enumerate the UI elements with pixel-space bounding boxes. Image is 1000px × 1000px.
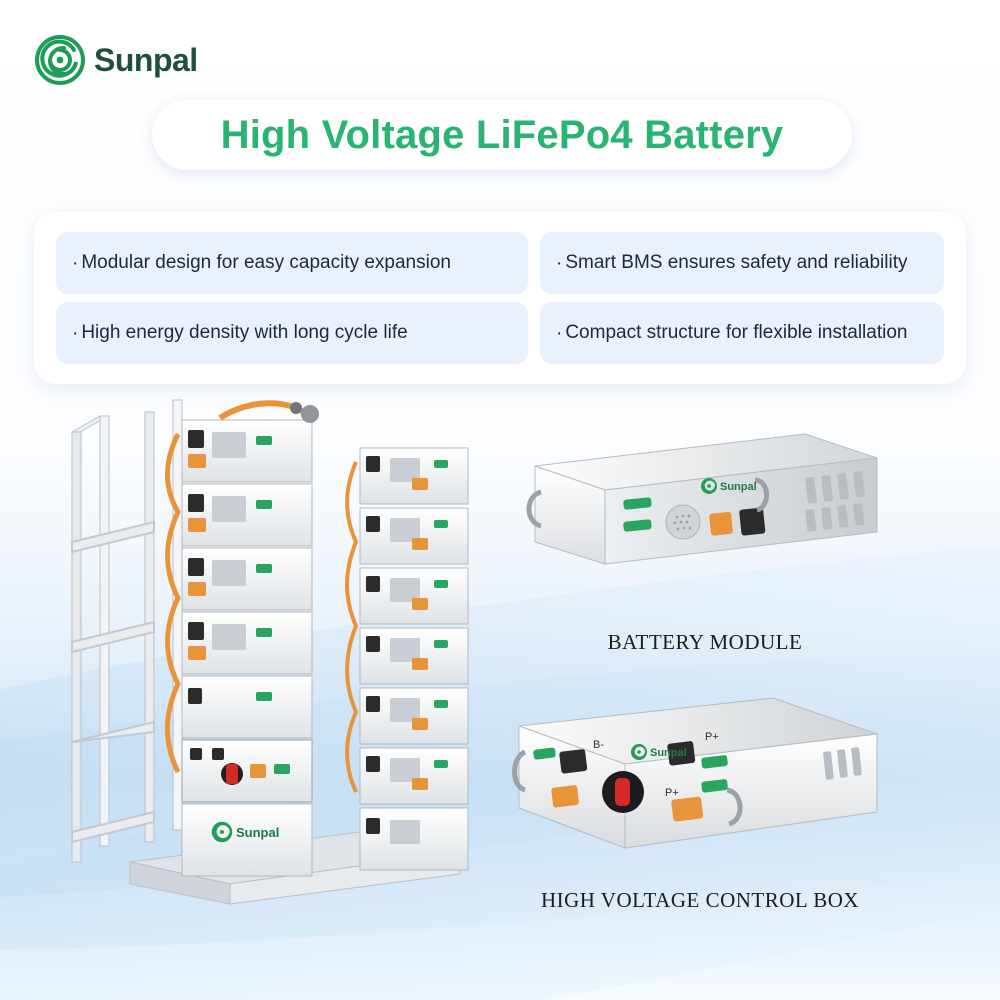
feature-text: High energy density with long cycle life	[81, 322, 408, 343]
battery-rack-image: Sunpal	[60, 392, 480, 932]
title-pill: High Voltage LiFePo4 Battery	[152, 100, 852, 170]
feature-item-2: · Smart BMS ensures safety and reliabili…	[540, 232, 944, 294]
svg-text:Sunpal: Sunpal	[720, 481, 757, 493]
sunpal-spiral-logo-icon	[34, 34, 86, 86]
feature-bullet: ·	[556, 252, 563, 274]
features-grid: · Modular design for easy capacity expan…	[56, 232, 944, 364]
feature-text: Compact structure for flexible installat…	[565, 322, 908, 343]
svg-text:Sunpal: Sunpal	[236, 825, 279, 840]
brand-logo: Sunpal	[34, 34, 198, 86]
feature-item-4: · Compact structure for flexible install…	[540, 302, 944, 364]
feature-bullet: ·	[72, 252, 79, 274]
feature-item-1: · Modular design for easy capacity expan…	[56, 232, 528, 294]
terminal-label-positive-2: P+	[665, 787, 679, 799]
brand-name: Sunpal	[94, 41, 198, 78]
svg-text:Sunpal: Sunpal	[650, 747, 687, 759]
battery-module-caption: BATTERY MODULE	[607, 630, 803, 654]
features-card: · Modular design for easy capacity expan…	[34, 212, 966, 384]
control-box-caption: HIGH VOLTAGE CONTROL BOX	[540, 888, 860, 912]
battery-module-image: Sunpal	[505, 418, 885, 608]
terminal-label-positive: P+	[705, 731, 719, 743]
control-box-image: B- P+ P+ Sunpal	[505, 690, 885, 870]
terminal-label-negative: B-	[593, 739, 604, 751]
page-title: High Voltage LiFePo4 Battery	[220, 112, 784, 157]
feature-text: Modular design for easy capacity expansi…	[81, 252, 451, 273]
feature-bullet: ·	[72, 322, 79, 344]
feature-item-3: · High energy density with long cycle li…	[56, 302, 528, 364]
feature-bullet: ·	[556, 322, 563, 344]
feature-text: Smart BMS ensures safety and reliability	[565, 252, 908, 273]
